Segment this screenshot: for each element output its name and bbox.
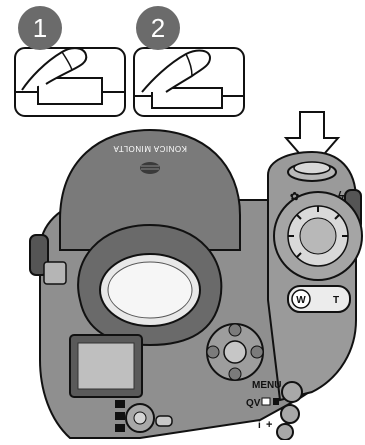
camera-mode-icon bbox=[115, 400, 125, 408]
step-2-number: 2 bbox=[151, 13, 165, 43]
info-button[interactable] bbox=[277, 424, 293, 440]
qv-label: QV bbox=[246, 398, 261, 409]
menu-button[interactable] bbox=[282, 382, 302, 402]
mode-dial[interactable] bbox=[274, 192, 362, 280]
zoom-tele-label: T bbox=[333, 295, 339, 306]
step-1-number: 1 bbox=[33, 13, 47, 43]
controller-center-button[interactable] bbox=[224, 341, 246, 363]
menu-label: MENU bbox=[252, 380, 281, 391]
flash-icon: ϟ bbox=[338, 189, 345, 203]
camera-illustration: KONICA MINOLTA MENU QV bbox=[30, 130, 362, 440]
zoom-wide-label: W bbox=[296, 295, 306, 306]
plus-icon: + bbox=[266, 419, 272, 431]
speaker-grill bbox=[140, 162, 160, 174]
brand-logo-text: KONICA MINOLTA bbox=[113, 144, 187, 153]
trash-icon bbox=[273, 398, 279, 405]
playback-icon bbox=[262, 398, 270, 405]
flash-latch[interactable] bbox=[44, 262, 66, 284]
macro-icon: ✿ bbox=[290, 191, 299, 203]
step-2-panel: 2 bbox=[134, 6, 244, 116]
mode-switch-lever[interactable] bbox=[156, 416, 172, 426]
step-1-panel: 1 bbox=[15, 6, 125, 116]
info-label: i bbox=[258, 420, 261, 431]
movie-mode-icon bbox=[115, 412, 125, 420]
four-way-controller[interactable] bbox=[207, 324, 263, 380]
qv-button[interactable] bbox=[281, 405, 299, 423]
playback-mode-icon bbox=[115, 424, 125, 432]
